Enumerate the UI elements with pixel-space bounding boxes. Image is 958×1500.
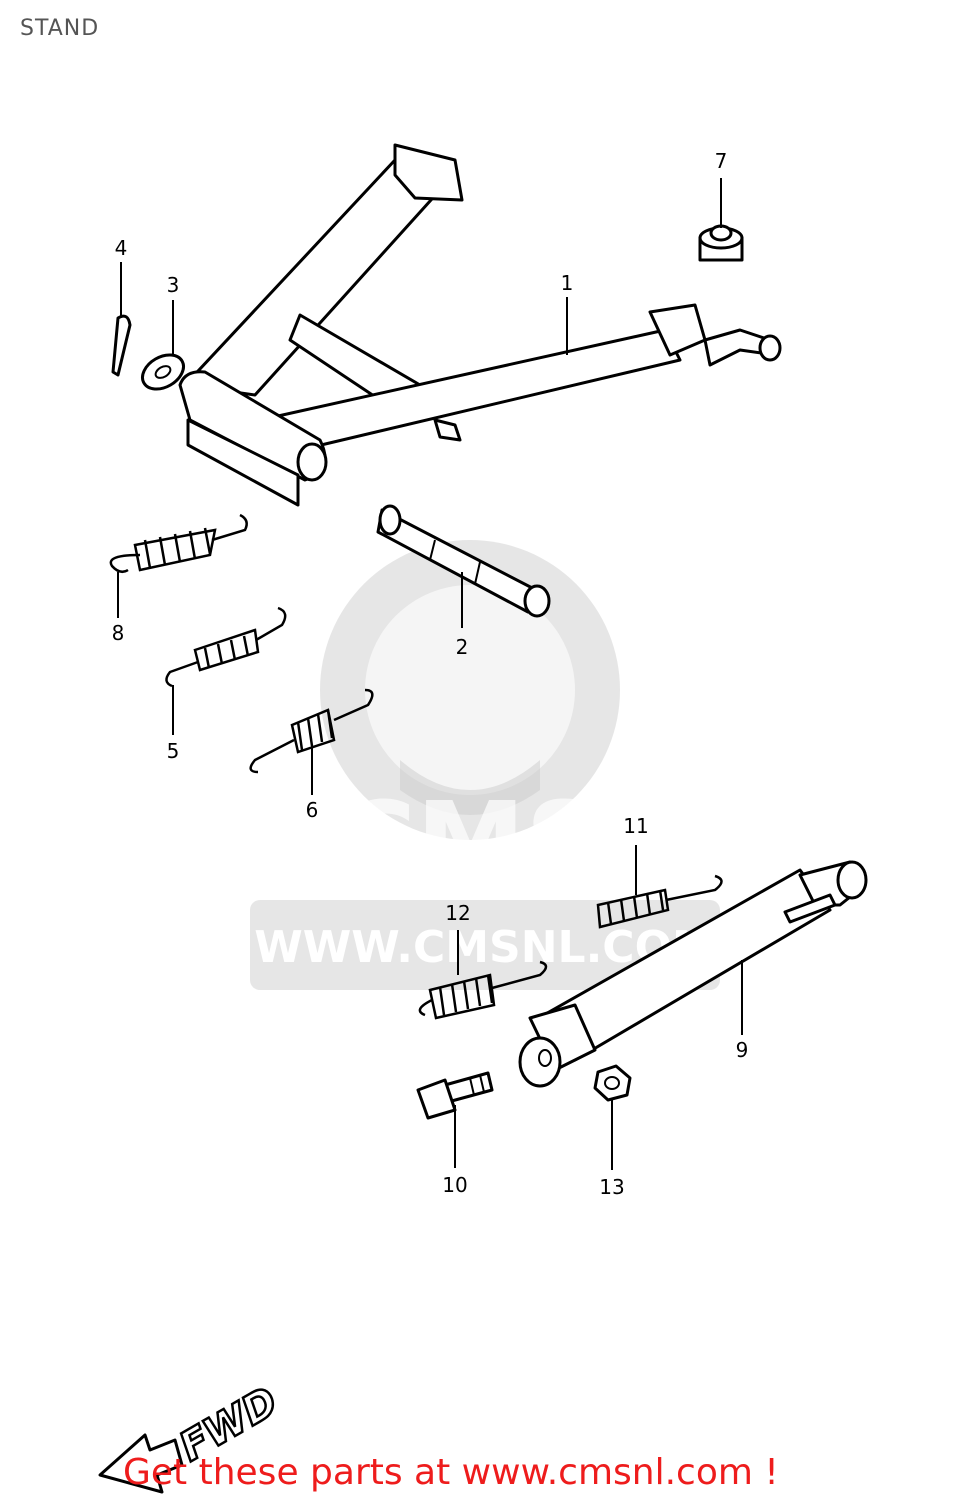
- callout-2: 2: [456, 635, 469, 659]
- cms-watermark: CMS WWW.CMSNL.COM: [250, 540, 720, 990]
- page-title: STAND: [20, 16, 100, 41]
- part-8-spring: [109, 513, 248, 574]
- part-12-spring: [418, 960, 548, 1020]
- callout-8: 8: [112, 621, 125, 645]
- leader-lines: [117, 178, 743, 1170]
- part-13-nut: [593, 1064, 632, 1102]
- callout-13: 13: [599, 1175, 624, 1199]
- part-6-spring: [249, 688, 374, 774]
- callout-3: 3: [167, 273, 180, 297]
- part-4-cotter-pin: [111, 314, 132, 377]
- part-3-washer: [141, 353, 185, 391]
- callout-4: 4: [115, 236, 128, 260]
- callout-10: 10: [442, 1173, 467, 1197]
- callout-11: 11: [623, 814, 648, 838]
- callout-7: 7: [715, 149, 728, 173]
- watermark-brand: CMS: [335, 778, 604, 906]
- callout-12: 12: [445, 901, 470, 925]
- callout-9: 9: [736, 1038, 749, 1062]
- part-1-stand-frame: [178, 143, 782, 507]
- part-5-spring: [165, 606, 287, 688]
- callout-5: 5: [167, 739, 180, 763]
- callout-6: 6: [306, 798, 319, 822]
- part-9-side-stand: [518, 860, 868, 1088]
- callout-1: 1: [561, 271, 574, 295]
- part-11-spring: [596, 874, 723, 929]
- part-2-shaft: [376, 504, 551, 618]
- cmsnl-parts-link[interactable]: Get these parts at www.cmsnl.com !: [123, 1452, 779, 1493]
- part-7-stopper: [698, 224, 744, 262]
